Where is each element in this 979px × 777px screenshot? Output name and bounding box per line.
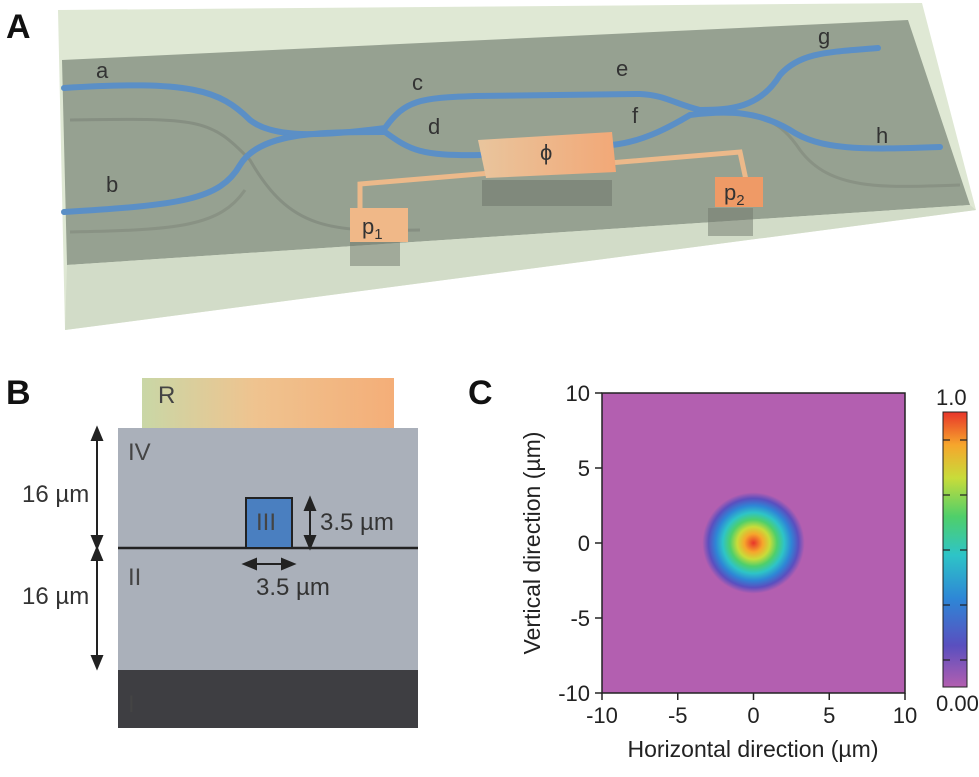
y-tick-label: -5 [570, 606, 590, 631]
panel-c: C -10 -5 0 5 10 10 5 0 -5 -10 Horizontal directio… [468, 374, 979, 762]
pad-p2 [715, 177, 763, 207]
layer-label-iii: III [256, 509, 276, 536]
dim-core-width: 3.5 µm [256, 574, 330, 601]
waveguide-lower-left [61, 128, 483, 215]
heater-element [478, 132, 616, 178]
port-label-f: f [632, 103, 639, 128]
y-tick-label: 10 [566, 381, 590, 406]
waveguide-upper [61, 45, 881, 138]
panel-b: B R IV III II I 16 µm 16 µm 3.5 µm 3 [6, 374, 418, 728]
pad-label-p1: p1 [362, 214, 383, 243]
axis-ticks: -10 -5 0 5 10 10 5 0 -5 -10 [558, 381, 917, 728]
panel-b-label: B [6, 374, 31, 412]
heatmap-plot: -10 -5 0 5 10 10 5 0 -5 -10 [558, 381, 917, 728]
phase-shifter [350, 132, 763, 242]
x-tick-label: 10 [893, 703, 917, 728]
layer-label-ii: II [128, 564, 141, 591]
dimension-arrows [90, 425, 317, 671]
port-label-g: g [818, 24, 830, 49]
port-label-h: h [876, 123, 888, 148]
x-tick-label: -5 [668, 703, 688, 728]
colorbar-min-label: 0.00 [936, 691, 979, 716]
x-tick-label: 0 [747, 703, 759, 728]
pad-label-p2: p2 [724, 180, 745, 209]
colorbar-ticks [943, 439, 967, 661]
panel-a: A a b c d [6, 3, 976, 330]
waveguides [61, 45, 943, 215]
panel-a-label: A [6, 8, 31, 46]
mode-intensity-spot [702, 492, 805, 594]
colorbar-max-label: 1.0 [936, 385, 967, 410]
dim-upper-cladding: 16 µm [22, 481, 89, 508]
phase-label: ϕ [540, 140, 552, 165]
substrate-layer [118, 670, 418, 728]
x-axis-title: Horizontal direction (µm) [628, 736, 879, 762]
panel-c-label: C [468, 374, 493, 412]
layer-label-r: R [158, 382, 175, 409]
waveguide-lower-right [609, 109, 943, 152]
chip-front-face [65, 205, 976, 330]
resistor-layer [142, 378, 394, 428]
port-label-d: d [428, 114, 440, 139]
core-waveguide [245, 497, 293, 549]
layer-label-i: I [128, 691, 135, 718]
y-tick-label: 5 [578, 456, 590, 481]
port-label-a: a [96, 58, 109, 83]
colorbar: 1.0 0.00 [936, 385, 979, 716]
y-tick-label: 0 [578, 531, 590, 556]
port-label-b: b [106, 172, 118, 197]
dim-lower-cladding: 16 µm [22, 583, 89, 610]
x-tick-label: -10 [586, 703, 618, 728]
dim-core-height: 3.5 µm [320, 509, 394, 536]
pad-p1 [350, 208, 408, 242]
y-tick-label: -10 [558, 681, 590, 706]
port-label-e: e [616, 56, 628, 81]
layer-label-iv: IV [128, 439, 151, 466]
y-axis-title: Vertical direction (µm) [519, 432, 545, 655]
x-tick-label: 5 [823, 703, 835, 728]
port-label-c: c [412, 70, 423, 95]
